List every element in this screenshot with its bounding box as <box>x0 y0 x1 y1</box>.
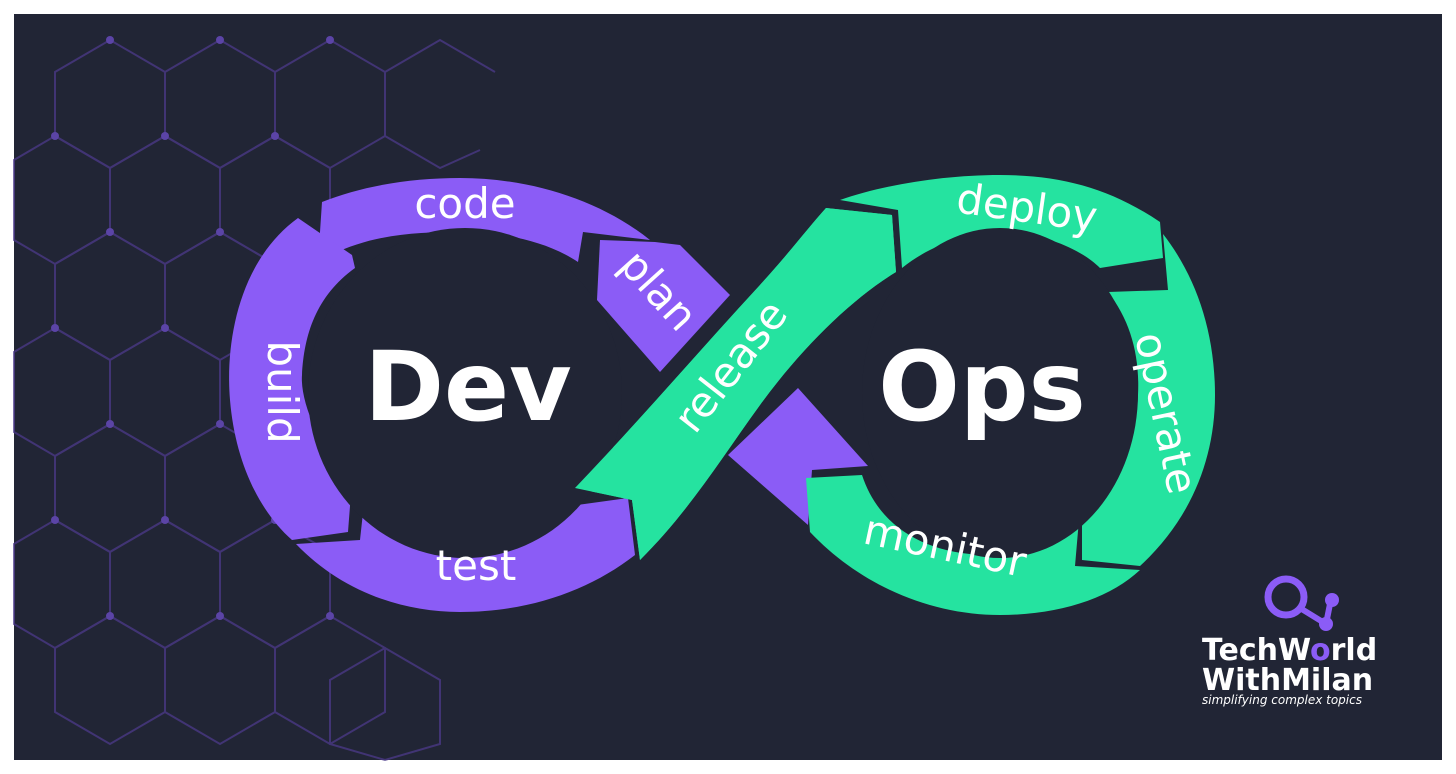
ops-hole <box>862 228 1138 558</box>
stage-label-test: test <box>436 541 517 590</box>
stage-label-code: code <box>414 179 515 228</box>
brand-name-part1: TechW <box>1202 633 1311 668</box>
ops-title: Ops <box>878 331 1085 443</box>
segment-code <box>318 178 650 262</box>
brand-name-line2: WithMilan <box>1202 663 1373 698</box>
loop-holes <box>308 228 1138 558</box>
segment-monitor <box>806 475 1140 615</box>
brand-name-part2: rld <box>1331 633 1378 668</box>
stage-label-build: build <box>258 340 307 443</box>
brand-logo: TechWorld WithMilan simplifying complex … <box>1202 575 1377 707</box>
segment-deploy <box>840 175 1163 268</box>
dev-hole <box>308 228 622 558</box>
brand-logo-icon <box>1264 575 1339 631</box>
hexagon-network-nodes <box>51 36 334 620</box>
brand-tagline: simplifying complex topics <box>1202 693 1362 707</box>
dev-title: Dev <box>364 331 571 443</box>
segment-dev-return <box>728 388 868 525</box>
segment-plan <box>597 240 730 372</box>
brand-name-line1: TechWorld <box>1202 633 1377 668</box>
segment-release-overlay <box>575 208 896 560</box>
brand-o-glyph: o <box>1310 633 1331 668</box>
